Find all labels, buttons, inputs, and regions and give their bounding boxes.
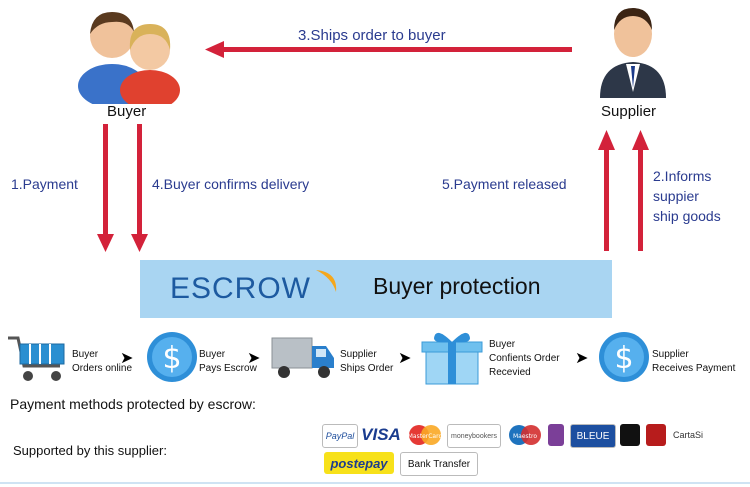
ship-arrow-shaft <box>222 47 572 52</box>
payment-methods-title: Payment methods protected by escrow: <box>10 396 256 412</box>
step-arrow-icon: ➤ <box>398 350 412 367</box>
paypal-logo: PayPal <box>322 424 358 448</box>
informs-arrow-shaft <box>638 148 643 251</box>
buyer-label: Buyer <box>107 103 147 120</box>
postepay-logo: postepay <box>324 452 394 474</box>
payment-arrow-head <box>97 234 114 252</box>
confirm-arrow-shaft <box>137 124 142 236</box>
svg-text:$: $ <box>162 341 181 376</box>
escrow-swoosh-icon <box>316 270 337 292</box>
supplier-icon <box>596 2 670 98</box>
visa-logo: VISA <box>359 424 403 446</box>
confirm-arrow-head <box>131 234 148 252</box>
payment-arrow-shaft <box>103 124 108 236</box>
payment-arrow-label: 1.Payment <box>11 176 78 192</box>
step-1-line-2: Orders online <box>72 363 133 374</box>
step-2-line-2: Pays Escrow <box>199 363 257 374</box>
payment-logos: PayPal VISA MasterCard moneybookers Maes… <box>322 422 712 478</box>
step-arrow-icon: ➤ <box>575 350 589 367</box>
moneybookers-logo: moneybookers <box>447 424 501 448</box>
ship-arrow-label: 3.Ships order to buyer <box>298 27 446 44</box>
ship-arrow-head <box>205 41 224 58</box>
step-3-line-1: Supplier <box>340 349 377 360</box>
informs-arrow-label: 2.Informs suppier ship goods <box>653 166 721 226</box>
step-4-text: Buyer Confients Order Recevied <box>489 338 560 380</box>
informs-line-1: 2.Informs <box>653 168 712 184</box>
step-3-line-2: Ships Order <box>340 363 394 374</box>
released-arrow-shaft <box>604 148 609 251</box>
footer-line <box>0 482 750 484</box>
supported-label: Supported by this supplier: <box>13 443 167 458</box>
process-steps: Buyer Orders online ➤ $ Buyer Pays Escro… <box>0 326 750 390</box>
step-4-line-2: Confients Order <box>489 353 560 364</box>
escrow-tagline: Buyer protection <box>373 273 541 299</box>
card-icon-red <box>646 424 666 446</box>
svg-text:$: $ <box>614 341 633 376</box>
buyer-icon <box>70 4 185 110</box>
dollar-coin-icon: $ <box>599 332 649 382</box>
escrow-brand: ESCROW <box>170 272 311 305</box>
step-2-text: Buyer Pays Escrow <box>199 348 257 376</box>
supplier-label: Supplier <box>601 103 657 120</box>
mastercard-logo: MasterCard <box>406 424 444 446</box>
informs-arrow-head <box>632 130 649 150</box>
informs-line-2: suppier <box>653 188 699 204</box>
step-1-text: Buyer Orders online <box>72 348 132 376</box>
delivery-truck-icon <box>271 337 334 378</box>
released-arrow-head <box>598 130 615 150</box>
dollar-coin-icon: $ <box>147 332 197 382</box>
step-1-line-1: Buyer <box>72 349 99 360</box>
carte-bleue-logo: BLEUE <box>570 424 616 448</box>
released-arrow-label: 5.Payment released <box>442 176 567 192</box>
informs-line-3: ship goods <box>653 208 721 224</box>
step-4-line-1: Buyer <box>489 339 516 350</box>
step-2-line-1: Buyer <box>199 349 226 360</box>
step-arrow-icon: ➤ <box>247 350 261 367</box>
maestro-logo: Maestro <box>506 424 544 446</box>
shopping-cart-icon <box>8 336 65 381</box>
card-icon-dark <box>620 424 640 446</box>
gift-box-icon <box>421 332 483 385</box>
step-arrow-icon: ➤ <box>120 350 134 367</box>
card-icon-purple <box>548 424 564 446</box>
step-5-line-2: Receives Payment <box>652 363 736 374</box>
escrow-banner <box>140 260 612 318</box>
step-3-text: Supplier Ships Order <box>340 348 393 376</box>
confirm-arrow-label: 4.Buyer confirms delivery <box>152 176 310 192</box>
cartasi-logo: CartaSi <box>670 424 706 446</box>
step-5-line-1: Supplier <box>652 349 689 360</box>
step-4-line-3: Recevied <box>489 367 531 378</box>
flow-arrows <box>97 41 649 252</box>
mastercard-text: MasterCard <box>408 433 443 440</box>
maestro-text: Maestro <box>513 433 537 440</box>
bank-transfer-logo: Bank Transfer <box>400 452 478 476</box>
step-5-text: Supplier Receives Payment <box>652 348 735 376</box>
